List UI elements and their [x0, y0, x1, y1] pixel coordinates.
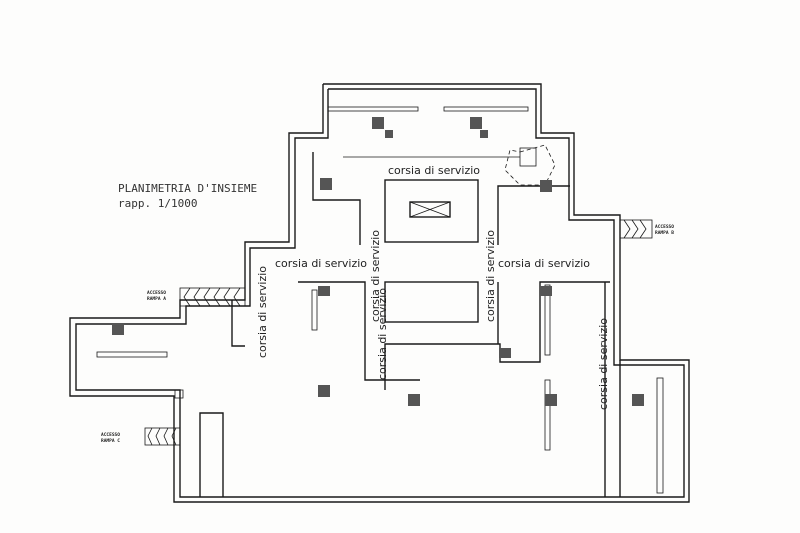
- ramp-a: [179, 287, 246, 307]
- stair-cores: [112, 117, 644, 406]
- ramp-c: [144, 427, 181, 446]
- access-a-line1: ACCESSO: [147, 290, 166, 296]
- building-blocks: [96, 144, 664, 497]
- access-b-line2: RAMPA B: [655, 230, 674, 236]
- access-b-line1: ACCESSO: [655, 224, 674, 230]
- ramp-b: [619, 219, 653, 239]
- corridor-label-left-v: corsia di servizio: [256, 266, 269, 358]
- access-c-line1: ACCESSO: [101, 432, 120, 438]
- corridor-label-top: corsia di servizio: [388, 164, 480, 177]
- corridor-label-center-right-v: corsia di servizio: [484, 230, 497, 322]
- drawing-title: PLANIMETRIA D'INSIEME: [118, 182, 257, 195]
- corridor-label-left-h: corsia di servizio: [275, 257, 367, 270]
- drawing-scale: rapp. 1/1000: [118, 197, 197, 210]
- access-a-line2: RAMPA A: [147, 296, 166, 302]
- corridor-label-right-v: corsia di servizio: [597, 318, 610, 410]
- top-partitions: [327, 106, 529, 158]
- corridor-label-far-right-v: corsia di servizio: [376, 288, 389, 380]
- corridor-label-center-left-v: corsia di servizio: [369, 230, 382, 322]
- void-x-box: [409, 201, 451, 218]
- access-c-line2: RAMPA C: [101, 438, 120, 444]
- corridor-label-right-h: corsia di servizio: [498, 257, 590, 270]
